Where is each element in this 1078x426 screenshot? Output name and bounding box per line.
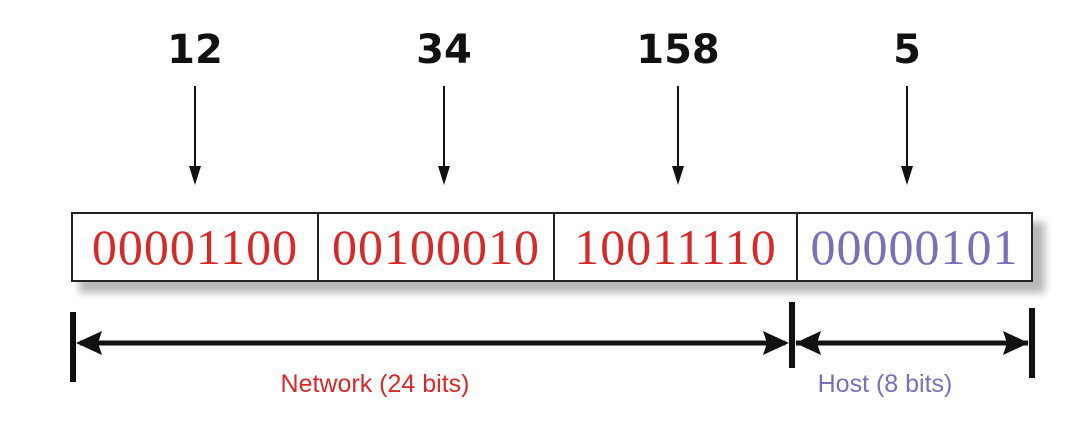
decimal-octet-3: 158 <box>636 27 720 73</box>
decimal-octet-2: 34 <box>416 27 472 73</box>
binary-octet-1: 00001100 <box>91 219 299 275</box>
down-arrowhead-3 <box>672 166 684 185</box>
down-arrowhead-2 <box>438 166 450 185</box>
host-span-left-head <box>795 331 821 355</box>
decimal-octet-4: 5 <box>893 27 921 73</box>
binary-octet-4: 00000101 <box>796 214 1031 280</box>
binary-octet-2: 00100010 <box>317 214 553 280</box>
network-span-left-head <box>76 331 102 355</box>
decimal-octet-1: 12 <box>167 27 223 73</box>
network-span-right-head <box>763 331 789 355</box>
host-span-right-head <box>1003 331 1029 355</box>
down-arrowhead-4 <box>901 166 913 185</box>
binary-octet-3: 10011110 <box>553 214 796 280</box>
binary-octet-row: 00001100 00100010 10011110 00000101 <box>71 212 1033 282</box>
down-arrowhead-1 <box>189 166 201 185</box>
host-label: Host (8 bits) <box>817 370 953 398</box>
network-label: Network (24 bits) <box>280 370 470 398</box>
